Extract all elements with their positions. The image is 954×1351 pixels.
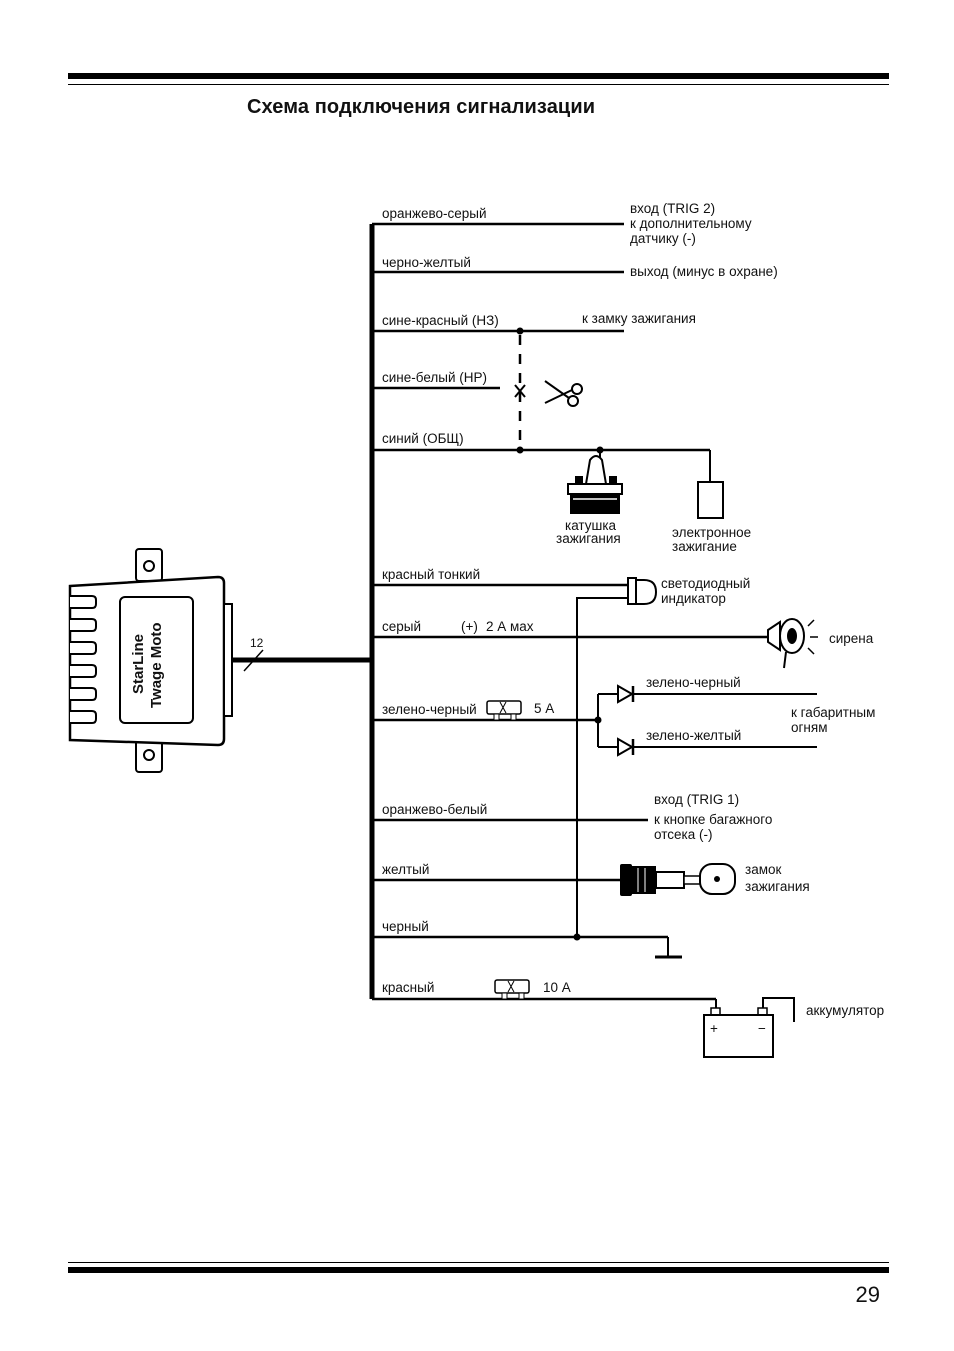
wire-label-gray: серый	[382, 619, 421, 634]
wire-green-black: зелено-черный 5 А	[372, 701, 598, 722]
wire-label-blue: синий (ОБЩ)	[382, 431, 464, 446]
siren-label: сирена	[829, 631, 874, 646]
parking-green-black-label: зелено-черный	[646, 675, 741, 690]
parking-green-yellow-label: зелено-желтый	[646, 728, 741, 743]
battery-icon: + −	[703, 997, 795, 1058]
module-model: Twage Moto	[148, 622, 165, 708]
gray-spec-sign: (+)	[461, 619, 478, 634]
scissors-icon	[544, 380, 583, 407]
output-armed-label: выход (минус в охране)	[630, 264, 778, 279]
page-title: Схема подключения сигнализации	[247, 96, 596, 118]
wire-black: черный	[372, 919, 669, 956]
trig1-label-3: отсека (-)	[654, 827, 712, 842]
siren-icon	[767, 618, 818, 669]
top-rule-thin	[68, 84, 889, 85]
bus-wire-count: 12	[250, 636, 264, 650]
wire-label-blue-red: сине-красный (НЗ)	[382, 313, 499, 328]
wire-blue: синий (ОБЩ)	[372, 431, 711, 482]
wire-label-black-yellow: черно-желтый	[382, 255, 471, 270]
led-label-2: индикатор	[661, 591, 726, 606]
parking-lights-label-2: огням	[791, 720, 827, 735]
battery-plus-terminal: +	[710, 1021, 718, 1036]
ignition-lock-label-1: замок	[745, 862, 781, 877]
fuse-10a-icon	[494, 979, 530, 1000]
wire-yellow: желтый	[372, 862, 620, 882]
bottom-rule-thick	[68, 1267, 889, 1273]
trig1-label-1: вход (TRIG 1)	[654, 792, 739, 807]
wire-orange-gray: оранжево-серый вход (TRIG 2) к дополните…	[372, 201, 752, 246]
wire-red: красный 10 А	[372, 980, 717, 1008]
green-black-fuse-rating: 5 А	[534, 701, 554, 716]
cut-dashed-line	[514, 335, 526, 450]
wire-black-yellow: черно-желтый выход (минус в охране)	[372, 255, 778, 279]
wire-label-black: черный	[382, 919, 429, 934]
module-brand: StarLine	[130, 634, 147, 694]
wire-label-red: красный	[382, 980, 434, 995]
bottom-rule-thin	[68, 1262, 889, 1263]
top-rule-thick	[68, 73, 889, 79]
coil-label-1: катушка	[565, 518, 617, 533]
fuse-5a-icon	[486, 700, 522, 721]
wire-label-blue-white: сине-белый (НР)	[382, 370, 487, 385]
wire-red-thin: красный тонкий	[372, 567, 628, 587]
led-label-1: светодиодный	[661, 576, 750, 591]
electronic-ignition-label-2: зажигание	[672, 539, 737, 554]
alarm-module: StarLine Twage Moto	[68, 548, 233, 773]
led-return-wire	[576, 597, 628, 937]
ignition-lock-icon	[620, 863, 736, 896]
trig2-label-2: к дополнительному	[630, 216, 752, 231]
wire-label-red-thin: красный тонкий	[382, 567, 480, 582]
ignition-coil-icon	[567, 455, 623, 514]
wire-label-green-black: зелено-черный	[382, 702, 477, 717]
wire-orange-white: оранжево-белый вход (TRIG 1) к кнопке ба…	[372, 792, 772, 842]
red-fuse-rating: 10 А	[543, 980, 571, 995]
diode-branch	[594, 693, 817, 748]
wire-label-yellow: желтый	[382, 862, 429, 877]
parking-lights-label-1: к габаритным	[791, 705, 875, 720]
electronic-ignition-icon	[697, 481, 724, 519]
trig2-label-3: датчику (-)	[630, 231, 696, 246]
ignition-lock-label-2: зажигания	[745, 879, 810, 894]
wire-label-orange-white: оранжево-белый	[382, 802, 487, 817]
diode-icon-upper	[617, 684, 635, 704]
coil-label-2: зажигания	[556, 531, 621, 546]
battery-label: аккумулятор	[806, 1003, 884, 1018]
electronic-ignition-label-1: электронное	[672, 525, 751, 540]
led-indicator-icon	[627, 577, 658, 605]
module-pins	[70, 595, 97, 724]
battery-minus-terminal: −	[758, 1021, 766, 1036]
wire-blue-red: сине-красный (НЗ) к замку зажигания	[372, 311, 696, 335]
wire-label-orange-gray: оранжево-серый	[382, 206, 487, 221]
trig2-label-1: вход (TRIG 2)	[630, 201, 715, 216]
diode-icon-lower	[617, 737, 635, 757]
gray-spec-current: 2 А мах	[486, 619, 534, 634]
wire-blue-white: сине-белый (НР)	[372, 370, 500, 390]
harness-cable: 12	[232, 636, 372, 672]
ignition-lock-wire-label: к замку зажигания	[582, 311, 696, 326]
trig1-label-2: к кнопке багажного	[654, 812, 772, 827]
wire-gray: серый (+) 2 А мах	[372, 619, 768, 639]
page-number: 29	[855, 1282, 880, 1307]
